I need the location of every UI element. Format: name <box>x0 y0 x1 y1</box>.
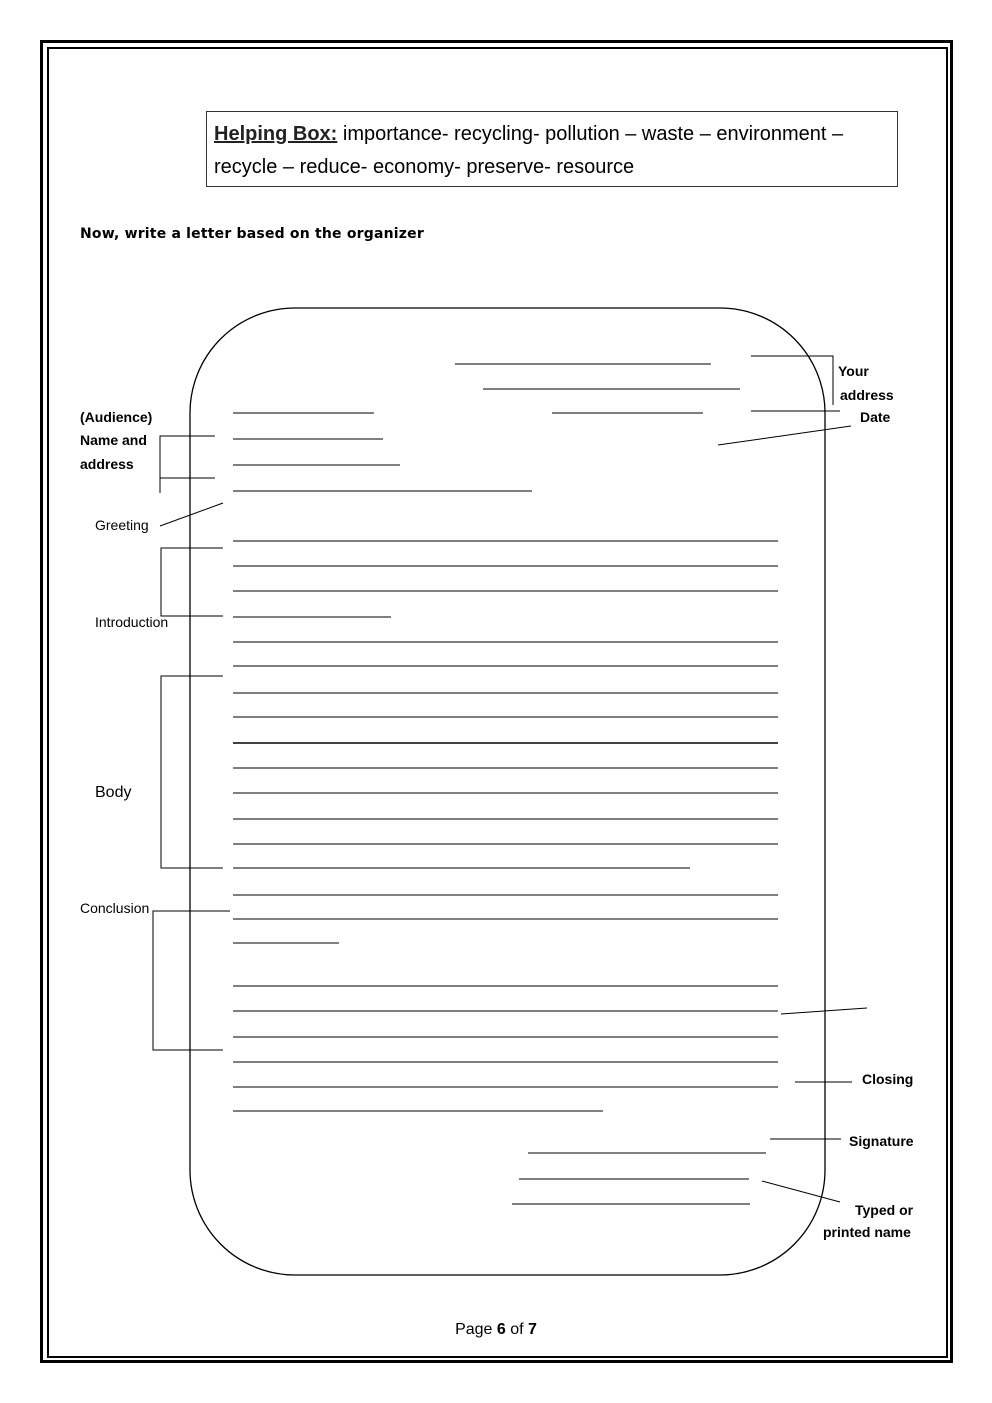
letter-outline <box>189 307 826 1276</box>
page-border-inner <box>47 47 948 1358</box>
page-total: 7 <box>528 1321 537 1338</box>
label-signature: Signature <box>849 1133 914 1149</box>
label-address: address <box>840 387 894 403</box>
helping-box: Helping Box: importance- recycling- poll… <box>206 111 898 187</box>
label-greeting: Greeting <box>95 517 149 533</box>
annotation-connectors <box>152 355 868 1203</box>
label-audience: (Audience) <box>80 409 153 425</box>
label-typed-or: Typed or <box>855 1202 914 1218</box>
label-printed-name: printed name <box>823 1224 911 1240</box>
label-body: Body <box>95 784 132 801</box>
page-border-outer <box>40 40 953 1363</box>
label-conclusion: Conclusion <box>80 900 150 916</box>
writing-lines[interactable] <box>233 363 778 1205</box>
page-prefix: Page <box>455 1321 497 1338</box>
page-of: of <box>505 1321 529 1338</box>
instruction: Now, write a letter based on the organiz… <box>80 226 424 242</box>
helping-box-title: Helping Box: <box>214 123 338 145</box>
label-audience-address: address <box>80 456 134 472</box>
label-your: Your <box>838 363 869 379</box>
label-introduction: Introduction <box>95 614 169 630</box>
label-date: Date <box>860 409 891 425</box>
page-number: Page 6 of 7 <box>0 1321 992 1339</box>
page-current: 6 <box>496 1321 506 1338</box>
label-name-and: Name and <box>80 432 147 448</box>
label-closing: Closing <box>862 1071 914 1087</box>
helping-box-words: importance- recycling- pollution – waste… <box>214 123 844 178</box>
